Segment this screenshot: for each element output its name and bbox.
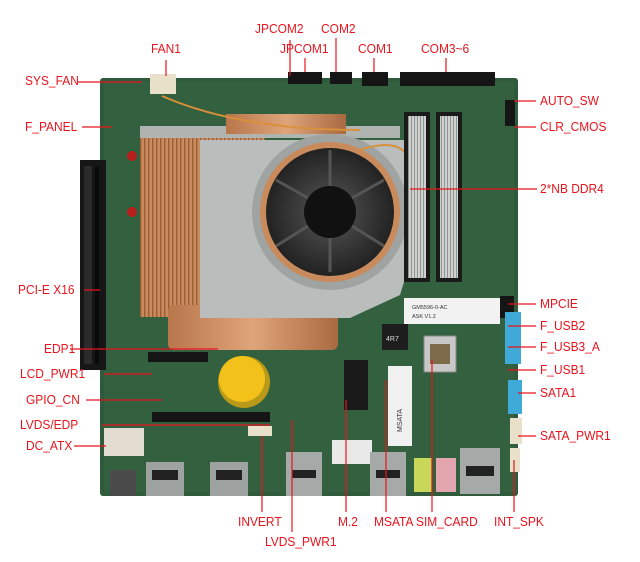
label-f-usb1: F_USB1: [540, 362, 586, 377]
label-sata1: SATA1: [540, 385, 577, 400]
pcie-x16-slot: [80, 160, 106, 370]
label-jpcom1: JPCOM1: [280, 41, 329, 56]
edp-connector: [148, 352, 272, 436]
label-jpcom2: JPCOM2: [255, 21, 304, 36]
mpcie-area: GM5596-0-AC ASK V1.2: [404, 298, 500, 324]
label-fan1: FAN1: [151, 41, 181, 56]
label-clr-cmos: CLR_CMOS: [540, 119, 607, 134]
com-headers: [150, 72, 495, 94]
cpu-fan: [161, 95, 420, 318]
label-lvds-edp: LVDS/EDP: [20, 417, 79, 432]
label-m2: M.2: [338, 514, 358, 529]
label-pcie-x16: PCI-E X16: [18, 282, 75, 297]
label-invert: INVERT: [238, 514, 282, 529]
right-headers: [500, 100, 522, 472]
leader-lines: [70, 38, 537, 532]
chips: 4R7 MSATA: [332, 324, 412, 464]
label-nb-ddr4: 2*NB DDR4: [540, 181, 604, 196]
label-msata: MSATA: [374, 514, 414, 529]
label-int-spk: INT_SPK: [494, 514, 544, 529]
label-f-usb3-a: F_USB3_A: [540, 339, 600, 354]
label-sata-pwr1: SATA_PWR1: [540, 428, 611, 443]
sticker-bottom-text: ASK V1.2: [412, 314, 436, 320]
label-f-panel: F_PANEL: [25, 119, 78, 134]
msata-silkscreen: MSATA: [397, 409, 404, 432]
label-mpcie: MPCIE: [540, 296, 578, 311]
label-edp1: EDP1: [44, 341, 76, 356]
label-lvds-pwr1: LVDS_PWR1: [265, 534, 337, 549]
label-com2: COM2: [321, 21, 356, 36]
io-panel: [104, 428, 500, 496]
label-sim-card: SIM_CARD: [416, 514, 478, 529]
sticker-top-text: GM5596-0-AC: [412, 305, 447, 311]
label-lcd-pwr1: LCD_PWR1: [20, 366, 86, 381]
label-com1: COM1: [358, 41, 393, 56]
label-com3-6: COM3~6: [421, 41, 470, 56]
label-sys-fan: SYS_FAN: [25, 73, 79, 88]
label-f-usb2: F_USB2: [540, 318, 586, 333]
sim-card-slot: [423, 335, 457, 373]
cmos-battery: [218, 356, 270, 408]
label-auto-sw: AUTO_SW: [540, 93, 599, 108]
label-gpio-cn: GPIO_CN: [26, 392, 80, 407]
chip-label: 4R7: [386, 336, 399, 343]
ddr4-slots: [404, 112, 462, 282]
label-dc-atx: DC_ATX: [26, 438, 73, 453]
